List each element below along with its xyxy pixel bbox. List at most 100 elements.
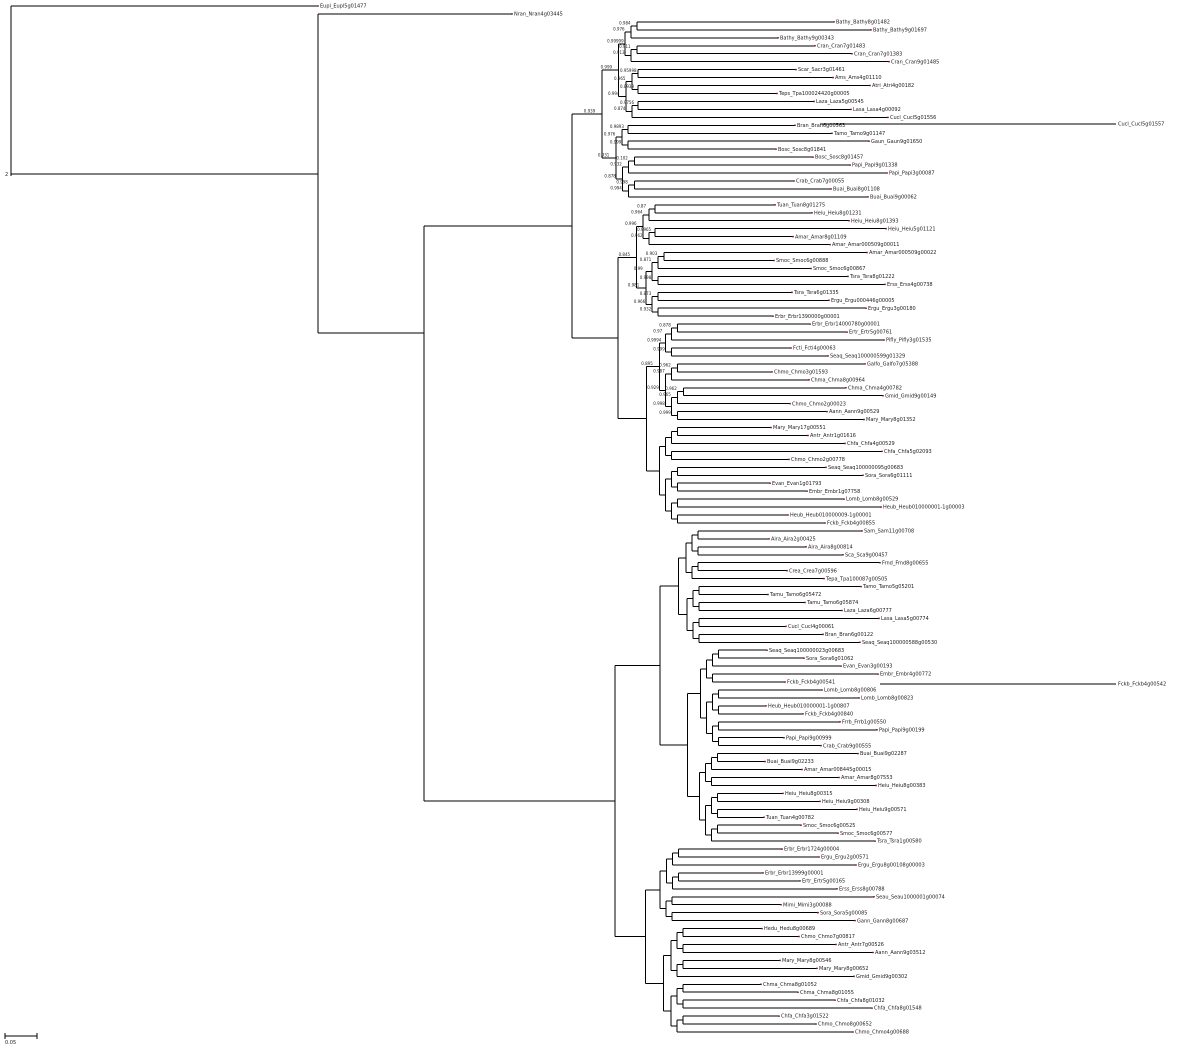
leaf-label: Tuan_Tuan8g01275 xyxy=(776,202,825,208)
leaf-node xyxy=(843,498,845,501)
leaf-label: Fcti_Fcti4g00063 xyxy=(793,346,836,352)
leaf-label: Chmo_Chmo8g00652 xyxy=(818,1022,872,1028)
leaf-node xyxy=(823,577,825,580)
leaf-label: Aira_Aira8g00814 xyxy=(808,544,853,550)
leaf-node xyxy=(775,148,777,151)
leaf-node xyxy=(840,665,842,668)
leaf-label: Evan_Evan1g01793 xyxy=(772,481,821,487)
leaf-node xyxy=(803,657,805,660)
leaf-node xyxy=(860,585,862,588)
leaf-label: Heiu_Heiu5g01121 xyxy=(888,226,936,232)
leaf-node xyxy=(764,760,766,763)
leaf-node xyxy=(825,466,827,469)
support-value: 0.9756 xyxy=(620,100,634,105)
leaf-label: Amar_Amar008445g00015 xyxy=(804,767,872,773)
leaf-label: Gmid_Gmid9g00149 xyxy=(885,393,936,399)
leaf-node xyxy=(792,235,794,238)
leaf-node xyxy=(830,188,832,190)
support-value: 0.998 xyxy=(640,275,652,280)
leaf-label: Seau_Seau1000001g00074 xyxy=(876,894,945,900)
leaf-label: Cucl_Cucl4g00061 xyxy=(788,624,834,630)
support-value: 0.998 xyxy=(616,179,628,184)
leaf-node xyxy=(837,832,839,835)
support-value: 0.998 xyxy=(653,401,665,406)
leaf-node xyxy=(816,967,818,970)
leaf-label: Seaq_Seaq100000095g00683 xyxy=(828,465,903,471)
support-value: 0.874 xyxy=(614,106,626,111)
leaf-label: Tamu_Tamo6g05472 xyxy=(769,592,821,598)
leaf-node xyxy=(772,315,774,318)
leaf-label: Atri_Atri4g00182 xyxy=(872,83,914,89)
support-value: 0.99 xyxy=(634,266,643,271)
leaf-node xyxy=(785,625,787,628)
leaf-label: Mary_Mary8g00652 xyxy=(819,966,869,972)
leaf-label: Ertr_Ertr5g00165 xyxy=(802,878,845,884)
leaf-node xyxy=(867,195,869,198)
leaf-node xyxy=(802,712,804,715)
leaf-node xyxy=(779,959,781,962)
leaf-node xyxy=(876,728,878,731)
leaf-label: Pifly_Pifly3g01535 xyxy=(886,338,932,344)
leaf-label: Bathy_Bathy8g01482 xyxy=(836,20,890,26)
leaf-node xyxy=(761,927,763,930)
support-value: 0.895 xyxy=(641,361,653,366)
leaf-node xyxy=(795,68,797,71)
scale-bar-label: 0.05 xyxy=(5,1040,16,1046)
leaf-node xyxy=(850,108,852,111)
leaf-node xyxy=(887,116,889,119)
support-value: 0.999 xyxy=(601,65,613,70)
leaf-label: Papi_Papi9g00199 xyxy=(879,727,925,733)
leaf-label: Lasa_Lasa5g00774 xyxy=(881,616,929,622)
support-value: 0.873 xyxy=(640,291,652,296)
leaf-node xyxy=(870,28,872,31)
support-value: 0.964 xyxy=(631,209,643,214)
support-value: 0.9893 xyxy=(610,124,624,129)
leaf-node xyxy=(838,776,840,779)
leaf-node xyxy=(818,856,820,858)
leaf-label: Ertr_Ertr5g00761 xyxy=(849,330,892,336)
leaf-node xyxy=(765,705,767,707)
leaf-label: Bran_Bran6g00563 xyxy=(797,123,845,129)
leaf-node xyxy=(877,673,879,675)
support-value: 0.99999 xyxy=(607,38,624,43)
support-value: 0.976 xyxy=(604,132,616,137)
leaf-node xyxy=(865,307,867,310)
leaf-label: Heiu_Heiu9g00308 xyxy=(822,799,870,805)
support-value: 0.913 xyxy=(613,50,625,55)
leaf-label: Bosc_Sosc8g01841 xyxy=(778,147,826,153)
leaf-node xyxy=(872,951,874,954)
leaf-node xyxy=(767,593,769,596)
leaf-label: Laza_Laza5g00545 xyxy=(816,99,864,105)
leaf-node xyxy=(849,164,851,166)
leaf-node xyxy=(815,1023,817,1025)
leaf-label: Heiu_Heiu8g01393 xyxy=(851,218,899,224)
support-value: 0.929 xyxy=(647,385,659,390)
support-value: 0.962 xyxy=(631,233,643,238)
leaf-node xyxy=(844,442,846,445)
leaf-label: Galfo_Galfo7g05388 xyxy=(867,362,918,368)
leaf-node xyxy=(789,402,791,405)
support-value: 0.962 xyxy=(665,386,677,391)
leaf-node xyxy=(826,410,828,413)
leaf-label: Aann_Aann9g00529 xyxy=(829,409,879,415)
support-value: 0.939 xyxy=(584,109,596,114)
leaf-node xyxy=(774,203,776,206)
scale-bar: 0.05 xyxy=(4,1033,38,1046)
leaf-label: Scar_Sacr3g01461 xyxy=(798,67,845,73)
leaf-label: Heub_Heub010000001-1g00003 xyxy=(883,505,965,511)
leaf-node xyxy=(836,887,838,890)
leaf-label: Chmo_Chmo7g00817 xyxy=(801,934,855,940)
leaf-node xyxy=(812,156,814,159)
support-value: 0.987 xyxy=(653,368,665,373)
leaf-label: Buai_Buai9g02287 xyxy=(860,751,907,757)
leaf-label: Sora_Sora6g01111 xyxy=(865,473,912,479)
leaf-node xyxy=(317,5,319,7)
leaf-label: Smoc_Smoc6g00577 xyxy=(840,831,892,837)
leaf-label: Sora_Sora6g01062 xyxy=(806,656,853,662)
leaf-label: Frrb_Frrb1g00550 xyxy=(842,719,886,725)
leaf-label: Sora_Sora5g00085 xyxy=(820,910,867,916)
leaf-label: Crab_Crab9g00555 xyxy=(823,743,871,749)
leaf-label: Tamo_Tamo5g05201 xyxy=(862,584,914,590)
